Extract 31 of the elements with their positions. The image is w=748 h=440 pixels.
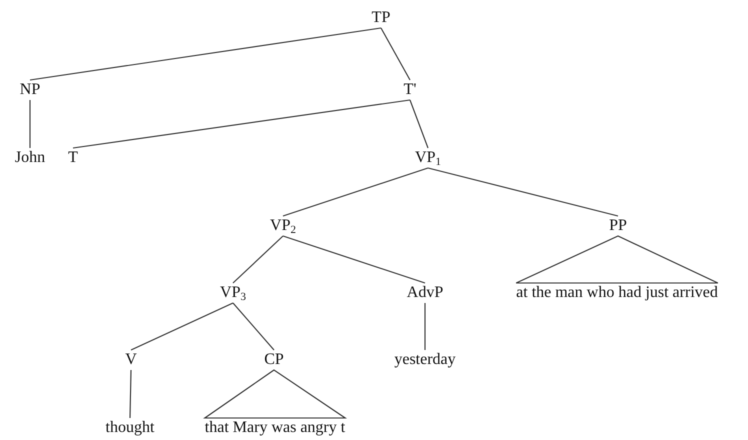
tree-node-label: TP: [372, 9, 390, 27]
tree-branch-line: [130, 302, 234, 350]
tree-node-label: VP$_{3}$: [220, 284, 246, 302]
tree-node-label: VP$_{2}$: [270, 217, 296, 235]
tree-branch-line: [282, 235, 426, 284]
tree-node-label: yesterday: [394, 351, 456, 369]
tree-branch-line: [232, 236, 284, 284]
tree-branch-line: [409, 100, 429, 148]
tree-node-label: AdvP: [406, 284, 444, 302]
tree-node-label: T': [404, 81, 416, 99]
tree-node-label: that Mary was angry t: [204, 419, 346, 437]
tree-branch-line: [282, 167, 428, 217]
tree-node-label: PP: [609, 217, 627, 235]
tree-branch-line: [72, 99, 410, 149]
tree-branch-line: [424, 303, 426, 350]
tree-node-label: T: [68, 149, 78, 167]
tree-node-label: VP$_{1}$: [415, 149, 441, 167]
tree-node-label: at the man who had just arrived: [516, 284, 718, 302]
tree-node-label: V: [125, 351, 137, 369]
tree-branch-line: [30, 27, 382, 81]
triangle-roof: [203, 369, 347, 419]
triangle-roof: [516, 235, 718, 284]
tree-branch-line: [428, 167, 618, 217]
tree-branch-line: [129, 370, 132, 418]
tree-node-label: CP: [264, 351, 284, 369]
tree-node-label: NP: [20, 81, 40, 99]
tree-branch-line: [380, 28, 410, 80]
tree-branch-line: [232, 302, 274, 350]
tree-node-label: John: [14, 149, 46, 167]
tree-branch-line: [29, 100, 31, 148]
tree-node-label: thought: [106, 419, 154, 437]
